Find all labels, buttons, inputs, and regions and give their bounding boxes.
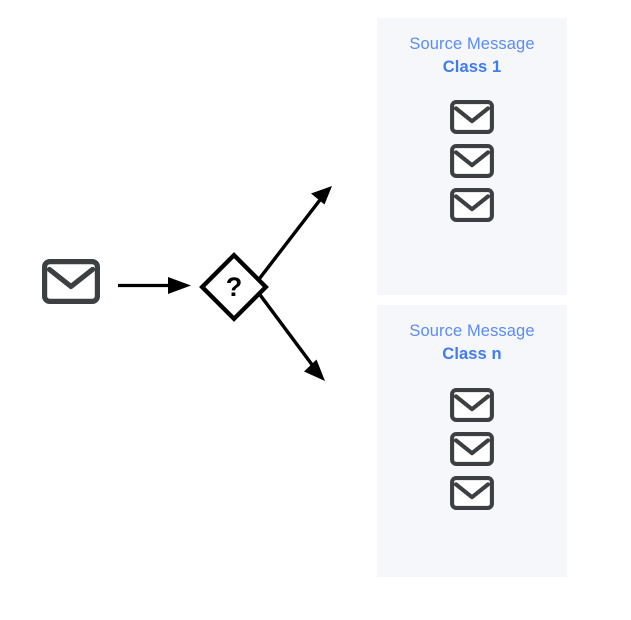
panel-title: Source Message xyxy=(409,35,535,53)
envelope-icon xyxy=(450,188,494,222)
flow-graph: ? xyxy=(118,186,332,381)
arrow-right-icon xyxy=(118,277,191,294)
message-list xyxy=(450,388,494,510)
panel-subtitle: Class n xyxy=(442,345,502,363)
envelope-icon xyxy=(450,432,494,466)
decision-symbol: ? xyxy=(226,272,243,302)
source-message-class-panel: Source Message Class 1 xyxy=(377,18,567,295)
envelope-icon xyxy=(450,388,494,422)
panel-title: Source Message xyxy=(409,322,535,340)
diamond-decision-icon[interactable]: ? xyxy=(199,252,269,322)
envelope-icon xyxy=(450,100,494,134)
envelope-icon xyxy=(450,144,494,178)
message-list xyxy=(450,100,494,222)
envelope-icon xyxy=(450,476,494,510)
panel-subtitle: Class 1 xyxy=(442,58,502,76)
envelope-icon xyxy=(42,259,100,304)
source-message-class-panel: Source Message Class n xyxy=(377,305,567,577)
